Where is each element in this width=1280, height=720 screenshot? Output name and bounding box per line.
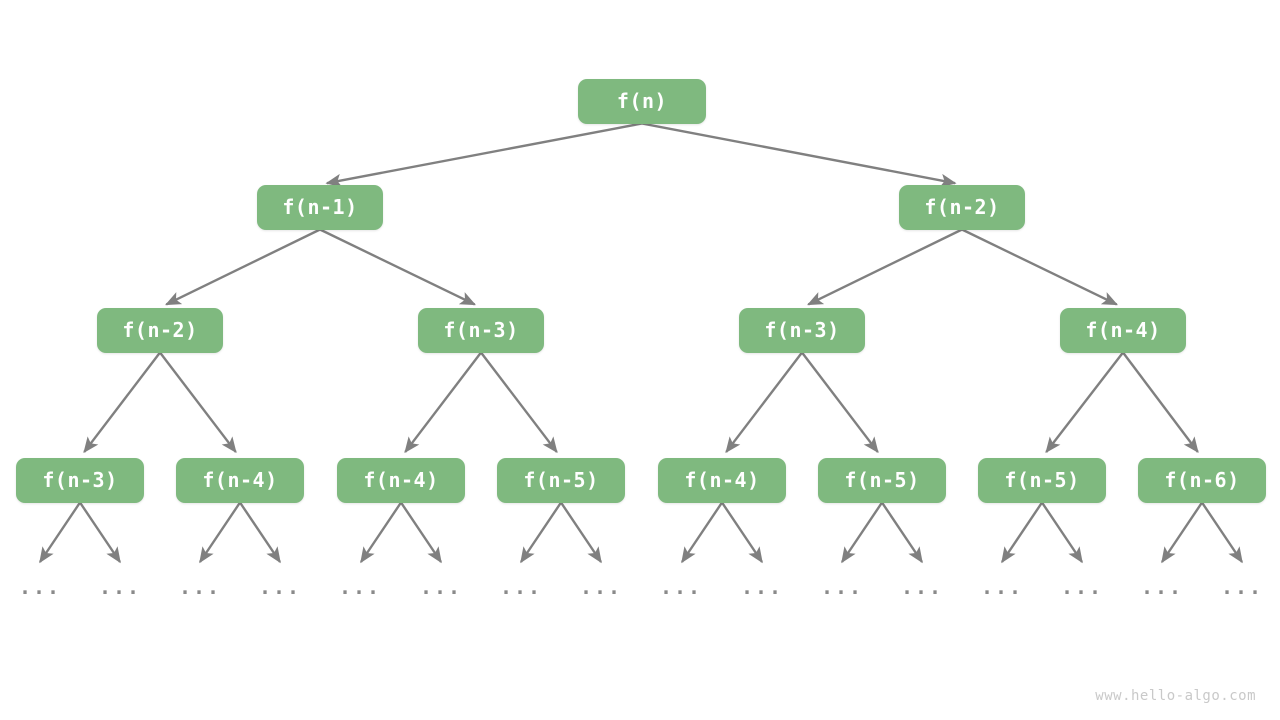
watermark: www.hello-algo.com	[1095, 688, 1256, 704]
tree-edge	[806, 228, 963, 306]
tree-node-label: f(n-4)	[202, 468, 278, 492]
tree-node-label: f(n-3)	[764, 318, 840, 342]
ellipsis-marker: ...	[98, 575, 142, 599]
tree-node-label: f(n-6)	[1164, 468, 1240, 492]
tree-edge-stub	[1161, 501, 1203, 564]
tree-node: f(n-3)	[418, 307, 544, 353]
ellipsis-marker: ...	[499, 575, 543, 599]
tree-node: f(n-4)	[1060, 307, 1186, 353]
tree-edge-stub	[721, 501, 763, 564]
tree-node: f(n)	[578, 78, 706, 124]
tree-node: f(n-4)	[176, 457, 304, 503]
ellipsis-marker: ...	[258, 575, 302, 599]
tree-node-label: f(n-4)	[363, 468, 439, 492]
tree-node: f(n-4)	[337, 457, 465, 503]
ellipsis-marker: ...	[579, 575, 623, 599]
tree-node-label: f(n-3)	[42, 468, 118, 492]
tree-node: f(n-1)	[257, 184, 383, 230]
tree-edge-stub	[39, 501, 81, 564]
tree-node: f(n-3)	[16, 457, 144, 503]
tree-node: f(n-3)	[739, 307, 865, 353]
tree-node-label: f(n-5)	[1004, 468, 1080, 492]
tree-node: f(n-5)	[818, 457, 946, 503]
tree-node-label: f(n-5)	[523, 468, 599, 492]
tree-edge-stub	[1001, 501, 1043, 564]
ellipsis-marker: ...	[740, 575, 784, 599]
tree-edge	[725, 351, 803, 454]
tree-edge	[480, 351, 558, 454]
tree-node-label: f(n-2)	[122, 318, 198, 342]
tree-edge	[1045, 351, 1124, 454]
tree-edge-stub	[1041, 501, 1083, 564]
tree-edge-stub	[841, 501, 883, 564]
tree-edge	[961, 228, 1118, 306]
ellipsis-marker: ...	[1060, 575, 1104, 599]
tree-edge-stub	[1201, 501, 1243, 564]
tree-node: f(n-6)	[1138, 457, 1266, 503]
tree-edge-stub	[881, 501, 923, 564]
tree-edge-stub	[79, 501, 121, 564]
tree-edge-stub	[520, 501, 562, 564]
tree-edge	[159, 351, 237, 454]
tree-edge-stub	[360, 501, 402, 564]
tree-node-label: f(n)	[616, 89, 668, 113]
ellipsis-marker: ...	[820, 575, 864, 599]
tree-node-label: f(n-1)	[282, 195, 358, 219]
ellipsis-marker: ...	[1220, 575, 1264, 599]
tree-node-label: f(n-4)	[684, 468, 760, 492]
tree-node: f(n-5)	[978, 457, 1106, 503]
ellipsis-marker: ...	[659, 575, 703, 599]
tree-edge-stub	[681, 501, 723, 564]
ellipsis-marker: ...	[18, 575, 62, 599]
ellipsis-marker: ...	[338, 575, 382, 599]
ellipsis-marker: ...	[1140, 575, 1184, 599]
tree-edge	[404, 351, 482, 454]
tree-edge	[801, 351, 879, 454]
tree-edge	[164, 228, 321, 306]
ellipsis-marker: ...	[419, 575, 463, 599]
ellipsis-marker: ...	[900, 575, 944, 599]
ellipsis-marker: ...	[980, 575, 1024, 599]
tree-edge	[1122, 351, 1199, 454]
tree-edge-stub	[239, 501, 281, 564]
tree-edge	[83, 351, 161, 454]
tree-edge	[641, 122, 957, 188]
tree-node: f(n-5)	[497, 457, 625, 503]
tree-edge-stub	[199, 501, 241, 564]
tree-edge	[325, 122, 643, 188]
ellipsis-marker: ...	[178, 575, 222, 599]
tree-node-label: f(n-2)	[924, 195, 1000, 219]
tree-node: f(n-2)	[97, 307, 223, 353]
tree-node: f(n-4)	[658, 457, 786, 503]
tree-node-label: f(n-3)	[443, 318, 519, 342]
tree-edge-stub	[400, 501, 442, 564]
tree-node-label: f(n-5)	[844, 468, 920, 492]
tree-edge	[319, 228, 476, 306]
tree-node: f(n-2)	[899, 184, 1025, 230]
tree-node-label: f(n-4)	[1085, 318, 1161, 342]
tree-edge-stub	[560, 501, 602, 564]
